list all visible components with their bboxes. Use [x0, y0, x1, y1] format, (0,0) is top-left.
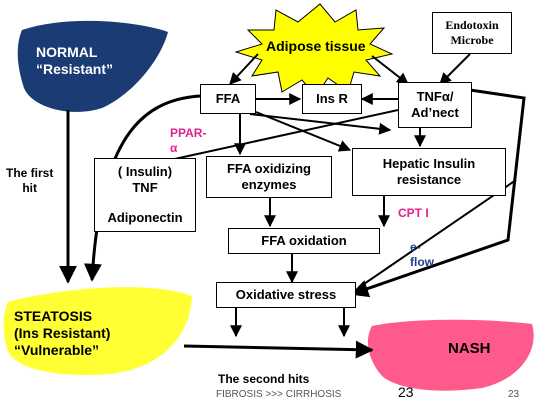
arrow-adipose-tnf — [371, 55, 409, 85]
oxidative-stress-label: Oxidative stress — [235, 287, 337, 302]
ins-r-label: Ins R — [316, 91, 348, 106]
tnf-line1: TNFα/ — [416, 89, 454, 104]
hepatic-insulin-box: Hepatic Insulin resistance — [352, 148, 506, 196]
tnf-line2: Ad’nect — [411, 105, 459, 120]
normal-label-line2: “Resistant” — [36, 61, 114, 77]
cpt-label: CPT I — [398, 206, 429, 220]
ffa-label: FFA — [215, 91, 241, 106]
first-hit-label: The first hit — [6, 166, 53, 196]
ffa-enzymes-line1: FFA oxidizing — [226, 161, 311, 176]
first-hit-line1: The first — [6, 166, 54, 180]
nash-liver-shape — [367, 319, 534, 391]
endotoxin-line2: Microbe — [450, 33, 494, 47]
steatosis-label-line1: STEATOSIS — [14, 308, 93, 324]
page-number-large: 23 — [398, 384, 414, 400]
insulin-tnf-adiponectin-box: ( Insulin) TNF Adiponectin — [94, 158, 196, 232]
first-hit-line2: hit — [22, 181, 37, 195]
page-number-small: 23 — [508, 389, 520, 400]
oxidative-stress-box: Oxidative stress — [216, 282, 356, 308]
normal-label-line1: NORMAL — [36, 44, 98, 60]
arrow-tnf-left — [169, 109, 399, 161]
eflow-label: e- flow — [410, 240, 434, 270]
fibrosis-cirrhosis-footer: FIBROSIS >>> CIRRHOSIS — [216, 389, 342, 400]
insulin-line: ( Insulin) — [117, 164, 173, 179]
ffa-enzymes-box: FFA oxidizing enzymes — [206, 156, 332, 198]
ffa-oxidation-box: FFA oxidation — [228, 228, 380, 254]
eflow-line1: e- — [410, 240, 421, 254]
endotoxin-box: Endotoxin Microbe — [432, 12, 512, 54]
ins-r-box: Ins R — [302, 84, 362, 114]
second-hits-label: The second hits — [218, 372, 310, 386]
arrow-steatosis-nash — [183, 340, 374, 359]
arrow-endotoxin-tnf — [439, 53, 471, 85]
arrow-adipose-ffa — [229, 53, 259, 85]
nash-label: NASH — [448, 340, 491, 357]
normal-liver-shape — [17, 20, 169, 112]
steatosis-label: STEATOSIS (Ins Resistant) “Vulnerable” — [14, 308, 110, 359]
endotoxin-line1: Endotoxin — [445, 18, 499, 32]
hepatic-line1: Hepatic Insulin — [382, 156, 476, 171]
steatosis-label-line2: (Ins Resistant) — [14, 325, 111, 341]
normal-label: NORMAL “Resistant” — [36, 44, 113, 78]
ffa-enzymes-line2: enzymes — [241, 177, 297, 192]
ppar-line2: α — [170, 141, 178, 155]
arrow-right-diag — [363, 179, 517, 285]
adipose-tissue-label: Adipose tissue — [266, 38, 366, 54]
ffa-oxidation-label: FFA oxidation — [261, 233, 347, 248]
ppar-label: PPAR- α — [170, 126, 206, 156]
steatosis-label-line3: “Vulnerable” — [14, 342, 100, 358]
tnf-adnect-box: TNFα/ Ad’nect — [398, 82, 472, 128]
tnf-line: TNF — [132, 180, 158, 195]
ffa-box: FFA — [200, 84, 256, 114]
eflow-line2: flow — [410, 255, 434, 269]
adiponectin-line: Adiponectin — [107, 210, 183, 225]
ppar-line1: PPAR- — [170, 126, 207, 140]
hepatic-line2: resistance — [396, 172, 462, 187]
arrow-tnf-oxidative — [350, 88, 526, 298]
steatosis-liver-shape — [3, 287, 192, 376]
arrow-ffa-tnf-cross — [249, 113, 392, 135]
